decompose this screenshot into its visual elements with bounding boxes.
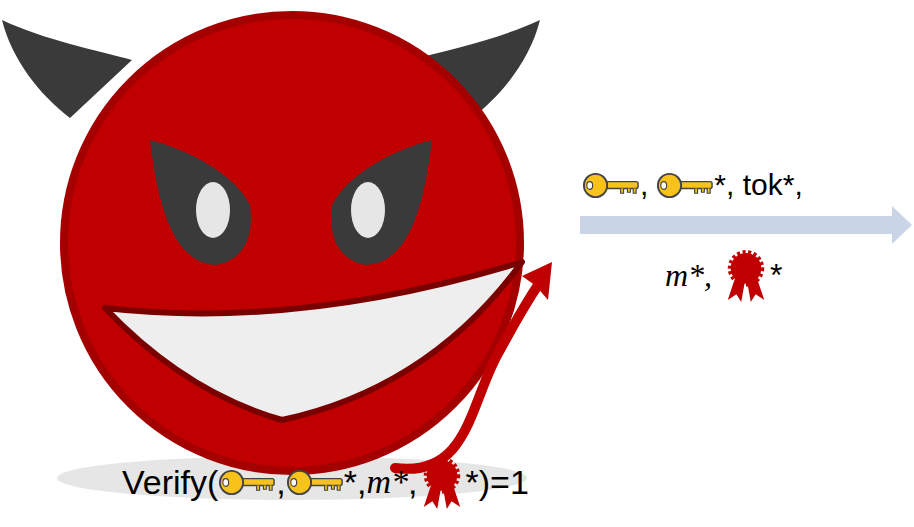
key-icon: [218, 468, 276, 497]
separator: ,: [408, 463, 417, 502]
token-text: *, tok*,: [714, 168, 802, 202]
tail-tip: [522, 262, 552, 300]
separator: *,: [344, 463, 367, 502]
left-pupil: [196, 182, 230, 238]
result-text: *)=1: [466, 463, 529, 502]
tail: [395, 282, 540, 469]
key-icon: [656, 171, 714, 200]
forgery-values: m*, *: [665, 248, 783, 302]
sent-values: , *, tok*,: [582, 168, 803, 202]
star-mark: *: [770, 257, 782, 294]
key-icon: [286, 468, 344, 497]
verify-equation: Verify( , *, m* , *)=1: [122, 455, 529, 509]
seal-icon: [722, 248, 770, 302]
left-eye: [150, 140, 251, 265]
key-icon: [582, 171, 640, 200]
arrow: [580, 206, 912, 244]
message-text: m*,: [665, 257, 712, 294]
seal-icon: [418, 455, 466, 509]
message-text: m*: [367, 463, 409, 501]
separator: ,: [276, 463, 285, 502]
right-pupil: [351, 182, 385, 238]
mouth: [105, 262, 522, 420]
verify-text: Verify(: [122, 463, 218, 502]
separator: ,: [640, 168, 648, 202]
right-eye: [331, 140, 432, 265]
